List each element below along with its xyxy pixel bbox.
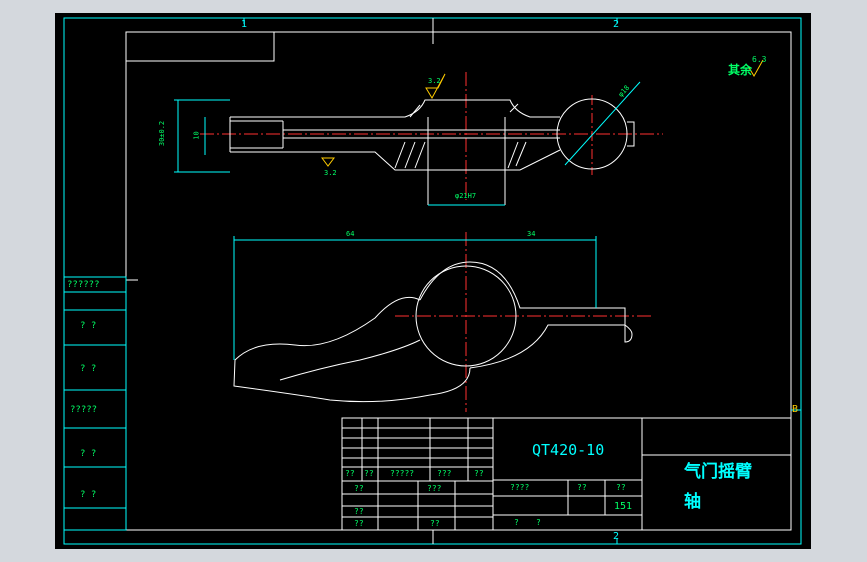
title-block-grid <box>341 417 792 531</box>
roughness-symbol <box>425 73 446 100</box>
hub-circle <box>415 265 517 367</box>
roughness-symbol-general <box>747 59 764 77</box>
part-name-line1: 气门摇臂 <box>684 462 752 482</box>
tb-cell: ?? <box>354 507 364 516</box>
roughness-value-2: 3.2 <box>324 169 337 177</box>
section-view <box>174 59 764 206</box>
tb-cell: ????? <box>390 469 415 478</box>
tb-cell: ? <box>514 518 519 527</box>
front-view <box>233 232 652 412</box>
left-table <box>63 276 127 531</box>
left-table-cell-2: ? ? <box>80 364 97 374</box>
tb-cell: ?? <box>345 469 355 478</box>
bottom-edge <box>230 149 561 171</box>
dim-height-left-text: 30±0.2 <box>158 120 167 147</box>
corner-box <box>126 32 275 62</box>
section-hatch <box>394 103 527 169</box>
top-edge <box>230 99 560 118</box>
dim-height-inner-text: 10 <box>192 131 201 140</box>
tb-cell: ?? <box>354 484 364 493</box>
left-table-cell-5: ? ? <box>80 490 97 500</box>
zone-mark-bottom-2: 2 <box>613 531 620 542</box>
roughness-symbol <box>321 157 335 167</box>
tb-cell: ??? <box>427 484 442 493</box>
diameter-leader <box>564 81 641 166</box>
arm-tip <box>624 324 633 343</box>
roughness-general-label: 其余 <box>728 63 753 77</box>
roughness-value-1: 3.2 <box>428 77 441 85</box>
tb-cell: ??? <box>437 469 452 478</box>
roughness-general-value: 6.3 <box>752 55 767 64</box>
part-name-line2: 轴 <box>684 492 701 512</box>
left-table-cell-1: ? ? <box>80 321 97 331</box>
ball-end <box>556 98 628 170</box>
tb-cell: ?? <box>577 483 587 492</box>
left-table-cell-0: ?????? <box>67 280 100 290</box>
dim-length-left-text: 64 <box>346 230 355 238</box>
tb-cell: ?? <box>474 469 484 478</box>
arm-right-outline <box>419 261 626 369</box>
zone-mark-top-1: 1 <box>241 19 248 30</box>
left-table-cell-3: ????? <box>70 405 98 415</box>
arm-rib <box>279 339 421 381</box>
scale-text: 151 <box>614 501 633 512</box>
tb-cell: ?? <box>364 469 374 478</box>
arm-left-outline <box>233 296 471 403</box>
dim-bore-text: φ21H7 <box>455 192 477 200</box>
ball-tip <box>627 121 635 147</box>
left-table-cell-4: ? ? <box>80 449 97 459</box>
zone-mark-right-b: B <box>792 404 799 415</box>
tb-cell: ?? <box>616 483 626 492</box>
zone-mark-top-2: 2 <box>613 19 620 30</box>
tb-cell: ???? <box>510 483 530 492</box>
tb-cell: ?? <box>354 519 364 528</box>
tb-cell: ?? <box>430 519 440 528</box>
dim-length-right-text: 34 <box>527 230 536 238</box>
tb-cell: ? <box>536 518 541 527</box>
material-text: QT420-10 <box>532 441 605 459</box>
